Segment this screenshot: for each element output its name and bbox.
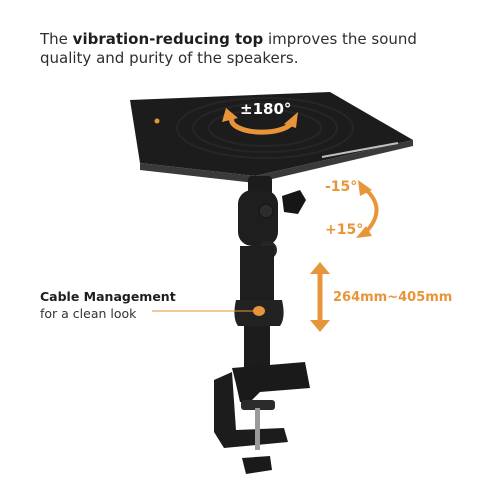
- tilt-negative-label: -15°: [325, 179, 358, 195]
- height-range-label: 264mm~405mm: [333, 290, 453, 305]
- tilt-arrow-icon: [356, 180, 379, 238]
- clamp-knob-icon: [242, 456, 272, 474]
- tilt-knob-icon: [282, 190, 306, 214]
- headline: The vibration-reducing top improves the …: [40, 30, 460, 68]
- cable-management-title: Cable Management: [40, 289, 176, 304]
- cable-management-subtitle: for a clean look: [40, 306, 137, 321]
- headline-bold: vibration-reducing top: [72, 30, 264, 48]
- rotation-arrow-icon: [222, 108, 298, 135]
- cable-management-callout: Cable Management for a clean look: [40, 288, 176, 322]
- height-arrow-icon: [310, 262, 330, 332]
- rotation-label: ±180°: [240, 100, 292, 118]
- desk-clamp: [214, 362, 310, 474]
- stand-column: [234, 246, 284, 370]
- cable-clip-dot: [253, 306, 265, 316]
- clamp-screw: [255, 408, 260, 450]
- tilt-positive-label: +15°: [325, 222, 364, 238]
- platform-screw-dot: [154, 118, 160, 124]
- headline-post: improves the sound quality and purity of…: [40, 30, 417, 67]
- headline-pre: The: [40, 30, 73, 48]
